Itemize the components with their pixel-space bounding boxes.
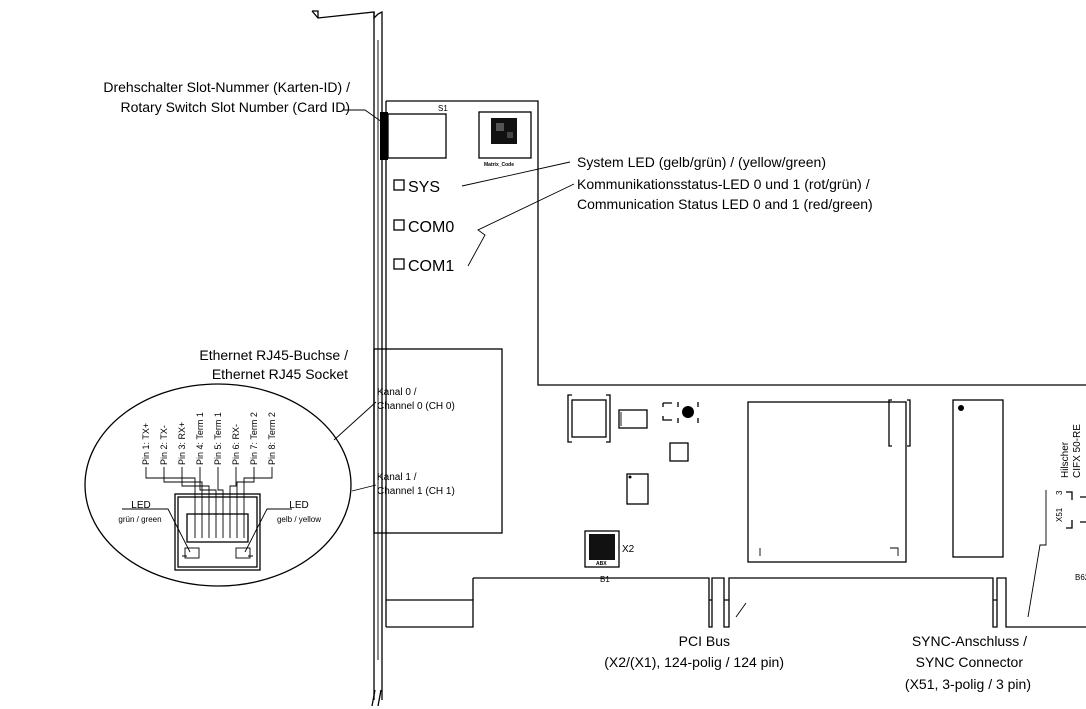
com1-led-label: COM1: [408, 258, 454, 275]
rj45-pin-labels: Pin 1: TX+ Pin 2: TX- Pin 3: RX+ Pin 4: …: [141, 412, 277, 465]
channel0-label-a: Kanal 0 /: [377, 387, 417, 398]
ethernet-label-en: Ethernet RJ45 Socket: [212, 366, 348, 382]
brand-label: Hilscher: [1060, 441, 1071, 478]
matrix-code: Matrix_Code: [478, 111, 532, 168]
pin-label: Pin 8: Term 2: [267, 412, 277, 465]
sys-led: [393, 179, 405, 191]
sync-label-en: SYNC Connector: [916, 654, 1024, 670]
com-led-callout-en: Communication Status LED 0 and 1 (red/gr…: [577, 196, 873, 212]
pin-label: Pin 2: TX-: [159, 425, 169, 465]
chip-label: ABX: [596, 561, 607, 567]
sys-led-label: SYS: [408, 179, 440, 196]
b62-label: B62: [1075, 573, 1086, 582]
b1-label: B1: [600, 575, 610, 584]
sync-label-de: SYNC-Anschluss /: [912, 633, 1027, 649]
pin-label: Pin 3: RX+: [177, 422, 187, 465]
sys-led-callout: System LED (gelb/grün) / (yellow/green): [577, 154, 826, 170]
pin-label: Pin 4: Term 1: [195, 412, 205, 465]
board-components: ABX X2 B1: [567, 394, 1086, 584]
pci-bus-label: PCI Bus: [679, 633, 730, 649]
x2-label: X2: [622, 544, 635, 555]
com-led-callout-de: Kommunikationsstatus-LED 0 und 1 (rot/gr…: [577, 176, 870, 192]
pcb-outline: [385, 100, 1086, 628]
pin-label: Pin 5: Term 1: [213, 412, 223, 465]
rj45-block: [373, 348, 503, 534]
led-left-title: LED: [131, 500, 150, 511]
led-left-color: grün / green: [118, 515, 161, 524]
callout-lines: [333, 109, 1047, 618]
pin-label: Pin 6: RX-: [231, 424, 241, 465]
rotary-label-de: Drehschalter Slot-Nummer (Karten-ID) /: [103, 79, 350, 95]
model-label: CIFX 50-RE: [1072, 424, 1083, 478]
com0-led-label: COM0: [408, 219, 454, 236]
channel1-label-a: Kanal 1 /: [377, 472, 417, 483]
com1-led: [393, 258, 405, 270]
pin3-label: 3: [1055, 490, 1064, 495]
channel0-label-b: Channel 0 (CH 0): [377, 401, 455, 412]
x51-label: X51: [1055, 507, 1064, 522]
matrix-code-label: Matrix_Code: [484, 162, 514, 168]
pin-label: Pin 7: Term 2: [249, 412, 259, 465]
led-indicators: SYS COM0 COM1: [393, 179, 454, 275]
ethernet-label-de: Ethernet RJ45-Buchse /: [199, 347, 348, 363]
led-right-title: LED: [289, 500, 308, 511]
led-right-color: gelb / yellow: [277, 515, 321, 524]
slot-bracket: [311, 10, 383, 707]
rj45-detail: [84, 383, 352, 587]
com0-led: [393, 219, 405, 231]
pci-bus-detail: (X2/(X1), 124-polig / 124 pin): [604, 654, 784, 670]
rotary-switch: S1: [380, 104, 448, 160]
sync-label-detail: (X51, 3-polig / 3 pin): [905, 676, 1031, 692]
switch-ref-label: S1: [438, 104, 448, 113]
channel1-label-b: Channel 1 (CH 1): [377, 486, 455, 497]
rotary-label-en: Rotary Switch Slot Number (Card ID): [120, 99, 350, 115]
pin-label: Pin 1: TX+: [141, 423, 151, 465]
